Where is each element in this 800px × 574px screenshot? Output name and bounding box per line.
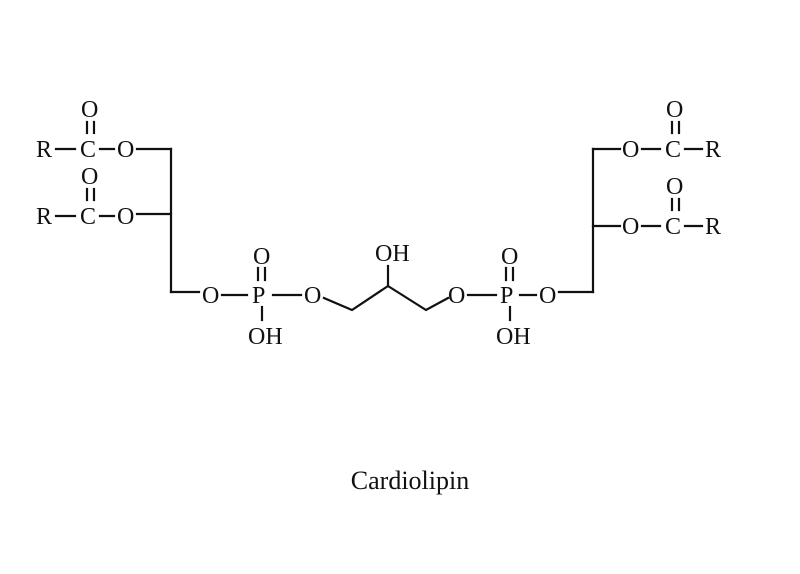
atom-o-double: O xyxy=(253,244,270,270)
atom-r: R xyxy=(36,204,52,230)
atom-oh: OH xyxy=(248,324,283,350)
atom-o: O xyxy=(448,283,465,309)
atom-r: R xyxy=(705,137,721,163)
atom-p: P xyxy=(252,283,265,309)
atom-o-carbonyl: O xyxy=(81,97,98,123)
atom-o-carbonyl: O xyxy=(666,174,683,200)
atom-o: O xyxy=(202,283,219,309)
atom-o-carbonyl: O xyxy=(666,97,683,123)
atom-r: R xyxy=(36,137,52,163)
atom-o-double: O xyxy=(501,244,518,270)
atom-o: O xyxy=(304,283,321,309)
atom-o-ester: O xyxy=(622,214,639,240)
atom-r: R xyxy=(705,214,721,240)
atom-c: C xyxy=(80,204,96,230)
left-acyl-chain-1: R C O O xyxy=(36,97,173,163)
atom-c: C xyxy=(665,214,681,240)
left-acyl-chain-2: R C O O xyxy=(36,164,173,230)
atom-o-ester: O xyxy=(117,204,134,230)
central-glycerol: OH xyxy=(322,241,450,312)
atom-o-ester: O xyxy=(117,137,134,163)
atom-o: O xyxy=(539,283,556,309)
atom-oh: OH xyxy=(496,324,531,350)
right-phosphate: O P O OH O xyxy=(448,244,556,350)
left-phosphate: O P O OH O xyxy=(202,244,321,350)
atom-c: C xyxy=(80,137,96,163)
right-acyl-chain-2: O C O R xyxy=(591,174,721,240)
figure-caption: Cardiolipin xyxy=(350,466,470,495)
atom-p: P xyxy=(500,283,513,309)
right-acyl-chain-1: O C O R xyxy=(591,97,721,163)
atom-oh: OH xyxy=(375,241,410,267)
atom-o-carbonyl: O xyxy=(81,164,98,190)
atom-c: C xyxy=(665,137,681,163)
atom-o-ester: O xyxy=(622,137,639,163)
